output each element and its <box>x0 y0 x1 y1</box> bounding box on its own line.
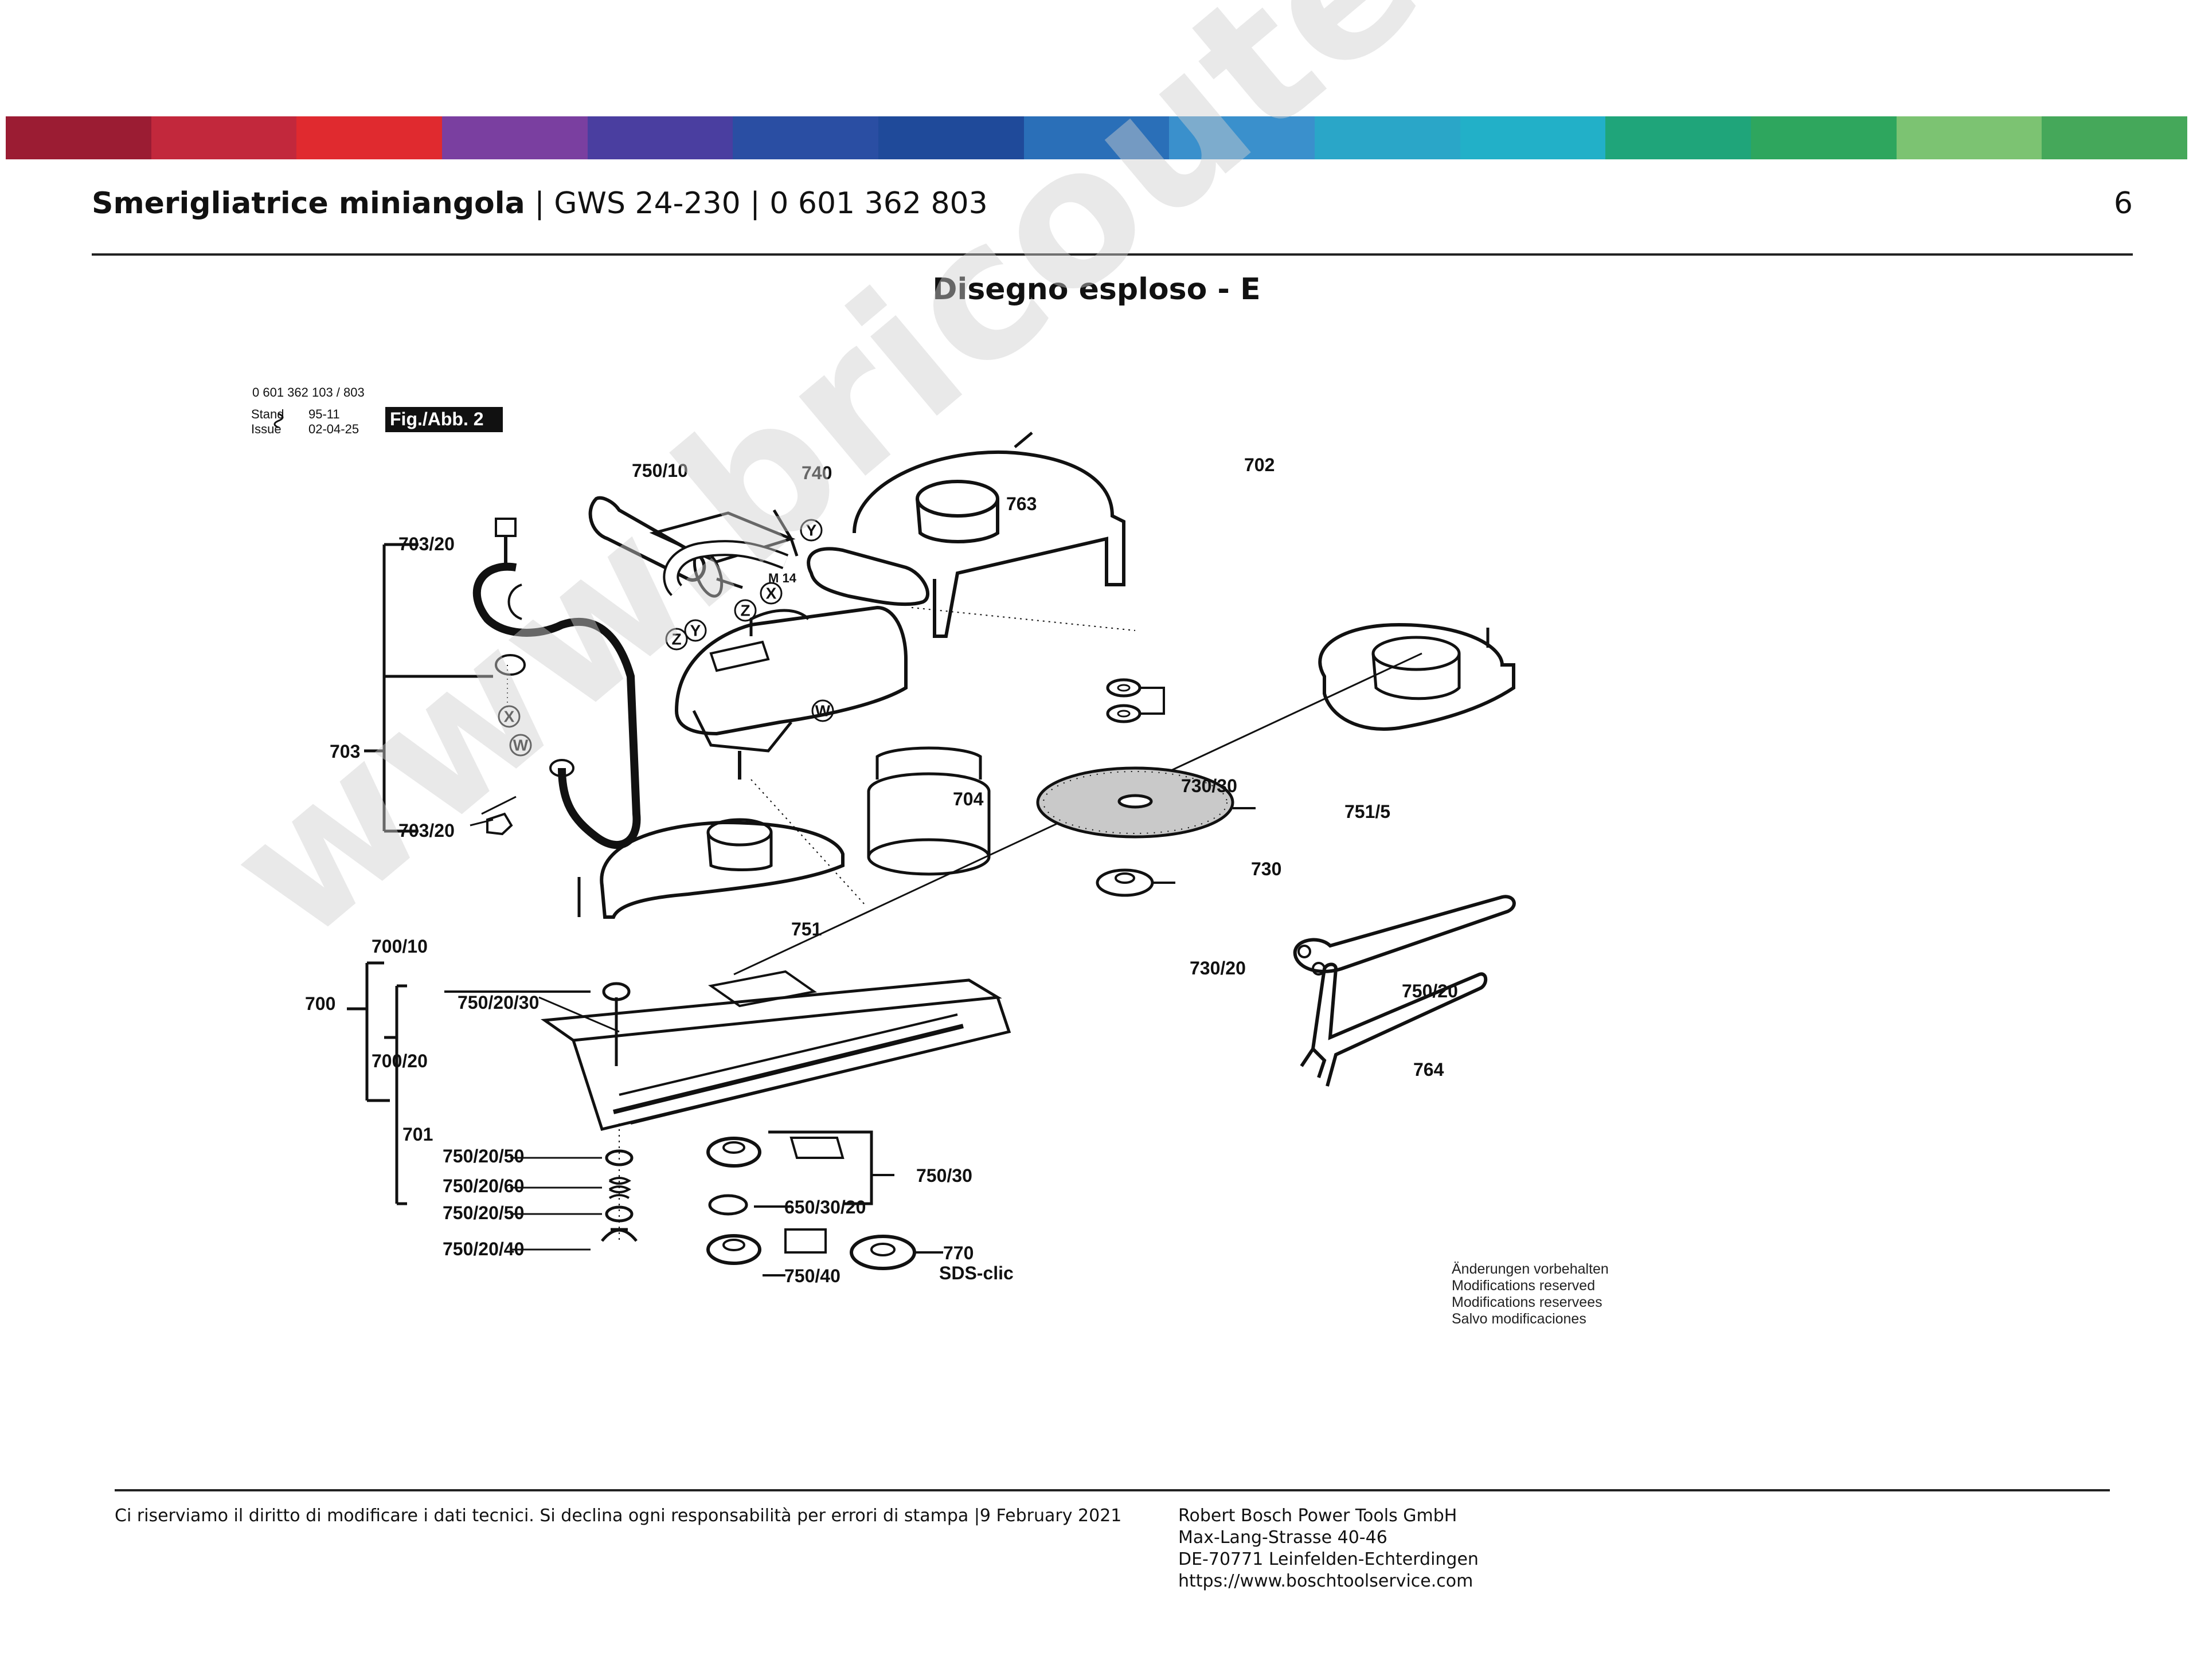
color-band-segment <box>1315 116 1460 159</box>
fig-label: Fig./Abb. 2 <box>390 409 484 429</box>
color-band <box>6 116 2188 159</box>
marker-z-body: Z <box>671 631 681 648</box>
label-703: 703 <box>330 741 360 762</box>
color-band-segment <box>1460 116 1606 159</box>
marker-y-bracket: Y <box>806 522 817 539</box>
stand-label: Stand <box>251 407 284 421</box>
label-704: 704 <box>953 789 984 809</box>
ref-code: 0 601 362 103 / 803 <box>252 385 365 400</box>
color-band-segment <box>1751 116 1897 159</box>
footer-divider <box>115 1489 2110 1491</box>
marker-w-handle: W <box>513 737 529 754</box>
header-divider <box>92 253 2133 256</box>
modification-notes: Änderungen vorbehalten Modifications res… <box>1452 1261 1609 1327</box>
color-band-segment <box>1023 116 1170 159</box>
footer-disclaimer: Ci riserviamo il diritto di modificare i… <box>115 1506 1122 1526</box>
marker-y-body: Y <box>690 622 701 640</box>
fig-label-box <box>385 407 503 432</box>
label-650-30-20: 650/30/20 <box>784 1197 866 1217</box>
label-750-40: 750/40 <box>784 1266 841 1286</box>
label-703-20-bottom: 703/20 <box>398 820 455 841</box>
company-url[interactable]: https://www.boschtoolservice.com <box>1178 1571 1473 1591</box>
color-band-segment <box>2042 116 2188 159</box>
label-750-30: 750/30 <box>916 1165 972 1186</box>
footer-address: Robert Bosch Power Tools GmbH Max-Lang-S… <box>1178 1505 1479 1592</box>
note-line: Salvo modificaciones <box>1452 1311 1586 1327</box>
label-701: 701 <box>402 1124 433 1145</box>
product-name: Smerigliatrice miniangola <box>92 186 525 221</box>
label-770: 770 <box>943 1243 974 1263</box>
label-700-10: 700/10 <box>372 936 428 957</box>
document-title: Smerigliatrice miniangola | GWS 24-230 |… <box>92 186 988 221</box>
label-750-20-40: 750/20/40 <box>443 1239 524 1259</box>
exploded-view-diagram: 0 601 362 103 / 803 Stand Issue 95-11 02… <box>218 367 1663 1341</box>
note-line: Änderungen vorbehalten <box>1452 1261 1609 1277</box>
color-band-segment <box>6 116 151 159</box>
company-name: Robert Bosch Power Tools GmbH <box>1178 1506 1457 1526</box>
label-sds-clic: SDS-clic <box>939 1263 1014 1283</box>
color-band-segment <box>296 116 443 159</box>
label-730-30: 730/30 <box>1181 776 1237 796</box>
color-band-segment <box>1896 116 2042 159</box>
marker-x-handle: X <box>504 708 515 726</box>
label-750-20-60: 750/20/60 <box>443 1176 524 1196</box>
label-750-20-50-bottom: 750/20/50 <box>443 1203 524 1223</box>
company-street: Max-Lang-Strasse 40-46 <box>1178 1528 1387 1548</box>
note-line: Modifications reserved <box>1452 1278 1596 1294</box>
label-740: 740 <box>802 463 832 483</box>
color-band-segment <box>1169 116 1315 159</box>
label-750-20-30: 750/20/30 <box>458 992 539 1013</box>
label-700-20: 700/20 <box>372 1051 428 1071</box>
page-number: 6 <box>2113 186 2133 221</box>
color-band-segment <box>733 116 879 159</box>
marker-w-body: W <box>815 702 831 720</box>
label-764: 764 <box>1413 1059 1444 1080</box>
label-751: 751 <box>791 919 822 939</box>
color-band-segment <box>587 116 733 159</box>
label-703-20-top: 703/20 <box>398 534 455 554</box>
label-730: 730 <box>1251 859 1281 879</box>
label-730-20: 730/20 <box>1190 958 1246 978</box>
label-702: 702 <box>1244 455 1275 475</box>
color-band-segment <box>151 116 297 159</box>
marker-z-aux: Z <box>740 602 750 620</box>
product-model-code: | GWS 24-230 | 0 601 362 803 <box>525 186 988 221</box>
label-750-20-50-top: 750/20/50 <box>443 1146 524 1166</box>
label-750-20: 750/20 <box>1402 981 1458 1001</box>
label-m14: M 14 <box>768 571 797 585</box>
label-750-10: 750/10 <box>632 460 688 481</box>
stand-value: 95-11 <box>308 407 340 421</box>
color-band-segment <box>1605 116 1752 159</box>
note-line: Modifications reservees <box>1452 1294 1602 1310</box>
marker-x-body: X <box>766 585 777 602</box>
issue-label: Issue <box>251 422 282 436</box>
label-763: 763 <box>1006 494 1037 514</box>
company-city: DE-70771 Leinfelden-Echterdingen <box>1178 1549 1479 1569</box>
issue-value: 02-04-25 <box>308 422 359 436</box>
label-751-5: 751/5 <box>1344 801 1390 822</box>
color-band-segment <box>442 116 588 159</box>
exploded-view-svg: 0 601 362 103 / 803 Stand Issue 95-11 02… <box>251 385 1516 1286</box>
section-title: Disegno esploso - E <box>932 272 1261 307</box>
label-700: 700 <box>305 993 335 1014</box>
color-band-segment <box>878 116 1024 159</box>
